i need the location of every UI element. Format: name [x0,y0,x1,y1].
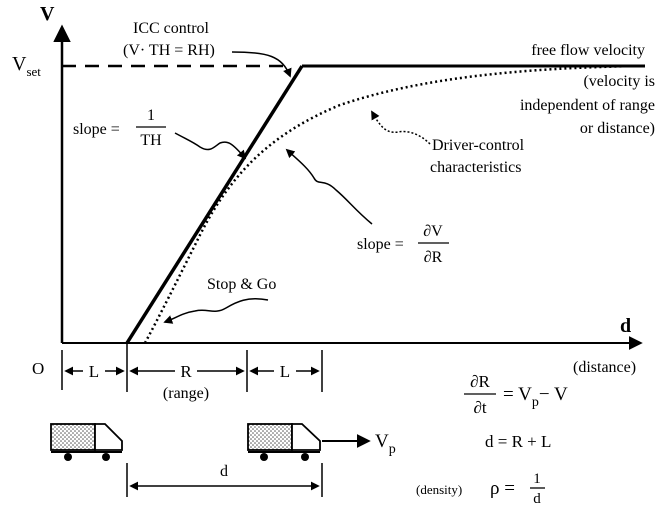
dim-r: R [180,362,192,381]
icc-control-title: ICC control [133,20,210,37]
slope1-prefix: slope = [73,121,120,138]
eq-density-denominator: d [533,491,541,505]
slope2-arrow [287,150,372,224]
driver-control-line1: Driver-control [432,137,525,154]
vp-label: Vp [375,431,396,457]
dim-range: (range) [163,385,209,402]
stop-go-label: Stop & Go [207,276,276,293]
dim-l-right: L [280,362,290,381]
eq-d-equals: d = R + L [485,432,551,451]
vset-label: Vset [12,53,41,79]
free-flow-line2: (velocity is [583,73,655,90]
free-flow-line4: or distance) [580,120,655,137]
slope2-denominator: ∂R [424,249,443,266]
icc-control-formula: (V· TH = RH) [123,42,215,59]
x-axis-caption: (distance) [573,359,636,376]
eq-density-label: (density) [416,482,462,497]
eq-drdt-numerator: ∂R [470,372,490,391]
slope1-denominator: TH [140,132,162,149]
dim-d: d [220,463,228,480]
dim-l-left: L [89,362,99,381]
slope1-numerator: 1 [147,107,155,124]
eq-drdt-denominator: ∂t [473,398,486,417]
slope1-arrow [175,133,245,158]
slope2-numerator: ∂V [423,223,443,240]
driver-control-arrow [372,112,430,144]
driver-control-line2: characteristics [430,159,522,176]
eq-drdt-rhs: = Vp− V [503,384,568,410]
icc-control-arrow [232,52,290,76]
follower-vehicle [51,424,122,461]
stop-go-arrow [165,299,268,322]
y-axis-label: V [40,3,55,25]
x-axis-label: d [620,315,631,337]
free-flow-line1: free flow velocity [531,42,645,59]
eq-density-numerator: 1 [533,471,541,487]
eq-density-rho: ρ = [490,478,515,499]
origin-label: O [32,359,44,378]
free-flow-line3: independent of range [520,97,655,114]
leader-vehicle [248,424,320,461]
slope2-prefix: slope = [357,236,404,253]
